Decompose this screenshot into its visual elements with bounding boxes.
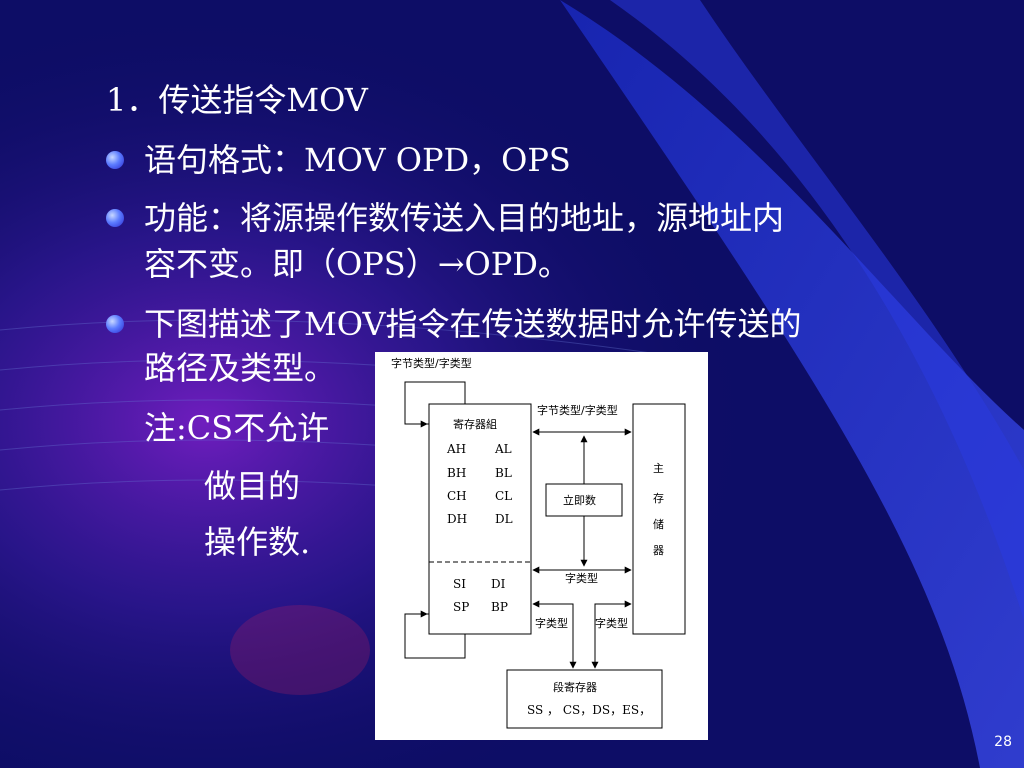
mov-path-diagram: 字节类型/字类型 字节类型/字类型 寄存器組 AH AL BH BL CH CL…: [375, 352, 708, 740]
page-number: 28: [994, 734, 1012, 750]
reg-sp: SP: [453, 600, 469, 614]
reg-al: AL: [494, 442, 512, 456]
label-word-type-right: 字类型: [595, 616, 628, 630]
memory-char-4: 器: [653, 544, 664, 557]
segment-register-title: 段寄存器: [553, 680, 597, 694]
segment-register-list: SS ， CS，DS，ES，: [527, 703, 651, 717]
note-line-2: 做目的: [204, 467, 301, 505]
label-top-loop: 字节类型/字类型: [391, 356, 472, 370]
memory-char-2: 存: [653, 491, 664, 505]
immediate-label: 立即数: [563, 493, 596, 507]
memory-char-1: 主: [653, 462, 664, 475]
bullet-3-line-2: 路径及类型。: [144, 349, 337, 387]
reg-dh: DH: [447, 512, 467, 526]
slide-heading: 1．传送指令MOV: [106, 81, 368, 119]
note-line-1: 注:CS不允许: [144, 409, 330, 447]
reg-di: DI: [491, 577, 506, 591]
main-memory-box: [632, 403, 686, 635]
bullet-2-line-2: 容不变。即（OPS）→OPD。: [144, 245, 570, 283]
bullet-dot-2: [106, 209, 124, 227]
reg-bl: BL: [495, 466, 512, 480]
mov-diagram-svg: 字节类型/字类型 字节类型/字类型 寄存器組 AH AL BH BL CH CL…: [391, 356, 686, 729]
reg-cl: CL: [495, 489, 512, 503]
reg-bp: BP: [491, 600, 508, 614]
reg-ch: CH: [447, 489, 467, 503]
register-group-box: [428, 403, 532, 635]
label-reg-mem: 字节类型/字类型: [537, 403, 618, 417]
memory-char-3: 储: [653, 517, 664, 531]
reg-dl: DL: [495, 512, 513, 526]
bullet-3-line-1: 下图描述了MOV指令在传送数据时允许传送的: [144, 305, 802, 343]
reg-ah: AH: [446, 442, 466, 456]
bullet-2-line-1: 功能：将源操作数传送入目的地址，源地址内: [144, 199, 785, 237]
bullet-dot-1: [106, 151, 124, 169]
reg-si: SI: [453, 577, 466, 591]
bullet-dot-3: [106, 315, 124, 333]
label-word-type: 字类型: [565, 571, 598, 585]
label-word-type-left: 字类型: [535, 616, 568, 630]
bullet-1-line-1: 语句格式：MOV OPD，OPS: [144, 141, 571, 179]
register-group-title: 寄存器組: [453, 417, 497, 431]
note-line-3: 操作数.: [204, 523, 311, 561]
segment-register-box: [506, 669, 663, 729]
reg-bh: BH: [447, 466, 466, 480]
